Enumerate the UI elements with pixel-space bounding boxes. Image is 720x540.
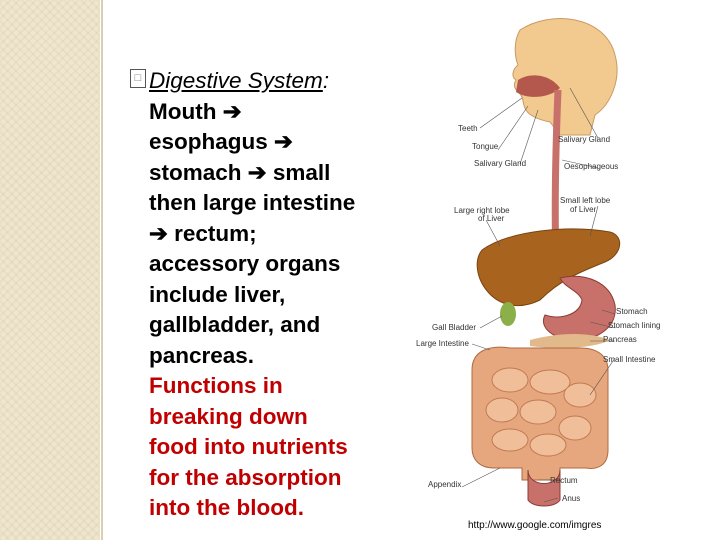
line-esophagus: esophagus bbox=[149, 129, 275, 154]
label-right-lobe-2: of Liver bbox=[478, 214, 505, 223]
heading-colon: : bbox=[322, 68, 330, 93]
label-stomach: Stomach bbox=[616, 307, 648, 316]
text-line-red: food into nutrients bbox=[149, 434, 348, 459]
bullet-heading: Digestive System: bbox=[149, 66, 400, 97]
pancreas bbox=[530, 334, 610, 348]
arrow-icon: ➔ bbox=[274, 129, 293, 154]
text-line: accessory organs bbox=[149, 251, 341, 276]
label-salivary-gland-left: Salivary Gland bbox=[474, 159, 526, 168]
arrow-icon: ➔ bbox=[222, 98, 242, 124]
label-right-lobe-1: Large right lobe bbox=[454, 206, 510, 215]
arrow-icon: ➔ bbox=[247, 159, 267, 185]
rectum bbox=[527, 469, 561, 507]
label-oesophageous: Oesophageous bbox=[564, 162, 618, 171]
line-mouth: Mouth bbox=[149, 98, 223, 124]
label-appendix: Appendix bbox=[428, 480, 461, 489]
line-stomach: stomach bbox=[149, 159, 248, 185]
bullet-body: Mouth ➔ esophagus ➔ stomach ➔ small then… bbox=[130, 97, 400, 524]
text-line-red: for the absorption bbox=[149, 464, 342, 490]
image-credit: http://www.google.com/imgres bbox=[468, 520, 602, 531]
text-line: esophagus ➔ bbox=[149, 127, 400, 158]
gall-bladder bbox=[500, 302, 516, 326]
decorative-strip-border bbox=[101, 0, 103, 540]
label-pancreas: Pancreas bbox=[603, 335, 637, 344]
text-line: include liver, bbox=[149, 281, 286, 307]
text-line: gallbladder, and bbox=[149, 312, 321, 337]
label-left-lobe-1: Small left lobe bbox=[560, 196, 611, 205]
bullet-glyph: □ bbox=[130, 69, 146, 88]
label-stomach-lining: Stomach lining bbox=[608, 321, 660, 330]
digestive-system-illustration: Teeth Tongue Salivary Gland Salivary Gla… bbox=[416, 18, 660, 507]
label-large-intestine: Large Intestine bbox=[416, 339, 469, 348]
label-lines bbox=[461, 87, 616, 503]
text-line: ➔ rectum; bbox=[149, 219, 400, 250]
liver bbox=[476, 228, 620, 307]
label-gall-bladder: Gall Bladder bbox=[432, 323, 476, 332]
head-silhouette bbox=[512, 18, 618, 136]
label-salivary-gland-right: Salivary Gland bbox=[558, 135, 610, 144]
bullet-text-block: □ Digestive System: Mouth ➔ esophagus ➔ … bbox=[130, 66, 400, 524]
text-line: then large intestine bbox=[149, 190, 356, 215]
label-tongue: Tongue bbox=[472, 142, 499, 151]
label-anus: Anus bbox=[562, 494, 580, 503]
small-intestine bbox=[485, 367, 597, 457]
text-line: stomach ➔ small bbox=[149, 158, 400, 189]
text-line-red: breaking down bbox=[149, 403, 308, 429]
text-line: Mouth ➔ bbox=[149, 97, 400, 128]
label-teeth: Teeth bbox=[458, 124, 478, 133]
line-small: small bbox=[266, 159, 331, 185]
arrow-icon: ➔ bbox=[149, 220, 168, 246]
mouth-cavity bbox=[516, 75, 560, 97]
text-line-red: Functions in bbox=[149, 373, 283, 398]
heading-text: Digestive System bbox=[149, 68, 323, 93]
label-rectum: Rectum bbox=[550, 476, 578, 485]
label-small-intestine: Small Intestine bbox=[603, 355, 656, 364]
text-line-red: into the blood. bbox=[149, 495, 304, 520]
label-left-lobe-2: of Liver bbox=[570, 205, 597, 214]
line-rectum: rectum; bbox=[167, 220, 257, 246]
decorative-left-strip bbox=[0, 0, 100, 540]
text-line: pancreas. bbox=[149, 342, 255, 368]
